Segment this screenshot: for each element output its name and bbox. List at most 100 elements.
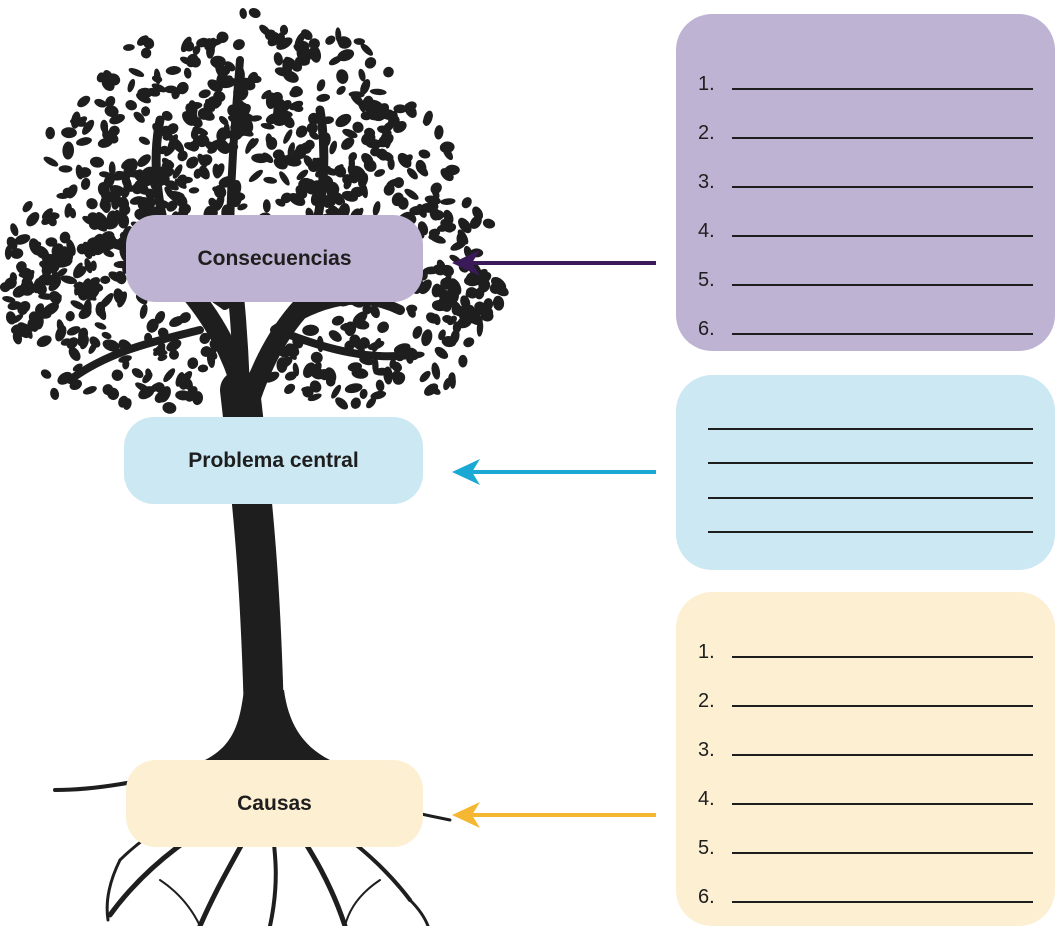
leaf (178, 203, 192, 215)
leaf (483, 298, 494, 311)
leaf (421, 202, 436, 213)
leaf (73, 266, 87, 279)
cause-line-3[interactable]: 3. (698, 730, 1033, 760)
leaf (374, 169, 386, 177)
consequence-line-6[interactable]: 6. (698, 309, 1033, 339)
leaf (325, 376, 336, 387)
leaf (360, 111, 372, 121)
leaf (335, 397, 349, 410)
leaf (75, 164, 84, 180)
leaf (388, 110, 398, 128)
leaf (127, 78, 136, 93)
leaf (377, 125, 390, 134)
problem-answer-line-3[interactable] (708, 497, 1033, 499)
leaf (263, 176, 278, 184)
leaf (118, 196, 130, 211)
leaf (180, 370, 193, 385)
leaf (105, 96, 116, 108)
leaf (239, 102, 250, 120)
line-number: 3. (698, 739, 715, 761)
leaf (164, 186, 177, 202)
leaf (296, 45, 308, 61)
leaf (288, 192, 306, 207)
leaf (349, 173, 360, 184)
leaf (82, 290, 93, 300)
leaf (407, 306, 416, 318)
leaf (206, 42, 215, 59)
leaf (134, 180, 149, 195)
leaf (251, 153, 270, 164)
problem-answer-line-1[interactable] (708, 428, 1033, 430)
leaf (406, 167, 418, 180)
leaf (135, 382, 151, 393)
answer-line (732, 852, 1033, 854)
leaf (122, 398, 132, 410)
leaf (431, 362, 441, 380)
leaf (140, 47, 152, 59)
cause-line-2[interactable]: 2. (698, 681, 1033, 711)
leaf (45, 237, 58, 247)
leaf (161, 174, 170, 186)
leaf (220, 75, 233, 88)
leaf (438, 296, 452, 312)
leaf (451, 303, 460, 316)
leaf (79, 335, 89, 350)
leaf (309, 45, 322, 63)
leaf (35, 245, 50, 260)
leaf (35, 307, 49, 319)
leaf (307, 393, 322, 402)
leaf (344, 383, 363, 394)
leaf (404, 103, 417, 118)
leaf (457, 229, 469, 245)
cause-line-4[interactable]: 4. (698, 779, 1033, 809)
leaf (325, 35, 336, 45)
consequence-line-4[interactable]: 4. (698, 211, 1033, 241)
leaf (174, 178, 187, 189)
leaf (353, 38, 365, 45)
leaf (60, 338, 72, 346)
leaf (351, 368, 369, 379)
leaf (360, 43, 374, 56)
leaf (421, 329, 433, 347)
leaf (62, 141, 75, 160)
answer-line (732, 656, 1033, 658)
cause-line-1[interactable]: 1. (698, 632, 1033, 662)
leaf (472, 206, 484, 220)
leaf (48, 278, 62, 292)
leaf (277, 99, 292, 114)
leaf (381, 151, 394, 162)
leaf (122, 359, 130, 370)
leaf (197, 364, 209, 373)
leaf (76, 137, 92, 146)
problem-answer-line-2[interactable] (708, 462, 1033, 464)
consequence-line-2[interactable]: 2. (698, 113, 1033, 143)
leaf (279, 171, 290, 186)
causes-answer-panel: 1. 2. 3. 4. 5. 6. (676, 592, 1055, 926)
leaf (107, 387, 120, 400)
consequences-label: Consecuencias (126, 215, 423, 302)
leaf (135, 169, 145, 180)
leaf (49, 290, 62, 305)
leaf (74, 116, 88, 127)
leaf (20, 267, 34, 281)
answer-line (732, 88, 1033, 90)
consequence-line-5[interactable]: 5. (698, 260, 1033, 290)
leaf (391, 192, 404, 207)
leaf (391, 370, 403, 382)
leaf (357, 96, 366, 113)
leaf (16, 323, 28, 337)
leaf (250, 75, 262, 84)
leaf (329, 140, 338, 155)
leaf (463, 337, 475, 348)
cause-line-5[interactable]: 5. (698, 828, 1033, 858)
leaf (419, 279, 432, 295)
tree-branches (66, 56, 414, 780)
leaf (60, 275, 78, 285)
leaf (287, 348, 297, 360)
consequence-line-1[interactable]: 1. (698, 64, 1033, 94)
cause-line-6[interactable]: 6. (698, 877, 1033, 907)
leaf (239, 8, 247, 19)
problem-answer-line-4[interactable] (708, 531, 1033, 533)
consequence-line-3[interactable]: 3. (698, 162, 1033, 192)
leaf (372, 201, 381, 216)
